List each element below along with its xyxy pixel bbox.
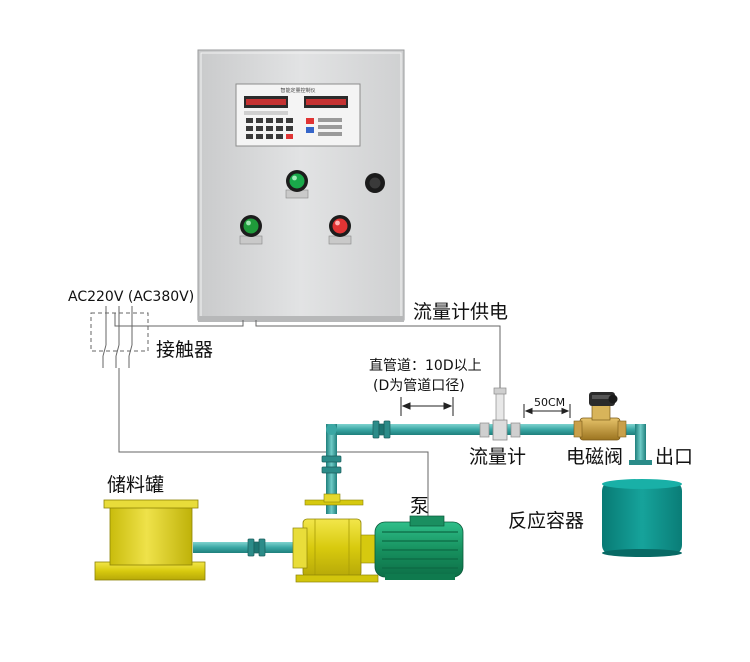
- pump-label: 泵: [410, 495, 429, 517]
- wiring: [90, 306, 501, 518]
- pipe-diameter-note: (D为管道口径): [373, 378, 465, 394]
- solenoid-valve-label: 电磁阀: [566, 446, 623, 468]
- outlet-label: 出口: [655, 446, 693, 468]
- solenoid-valve: [573, 392, 627, 441]
- green-indicator-light: [285, 170, 309, 199]
- controller-keypad[interactable]: [246, 118, 342, 139]
- labels: AC220V (AC380V) 接触器 流量计供电 直管道：10D以上 (D为管…: [68, 289, 693, 532]
- pump-motor: [374, 515, 464, 580]
- flowmeter-label: 流量计: [469, 446, 526, 468]
- pipe-fitting-top: [372, 420, 391, 439]
- straight-pipe-dimension: [400, 397, 454, 416]
- straight-pipe-label: 直管道：10D以上: [369, 357, 482, 374]
- control-cabinet: 智能定量控制仪: [197, 49, 405, 322]
- storage-tank: [94, 499, 206, 581]
- stop-button[interactable]: [328, 215, 352, 245]
- selector-knob[interactable]: [365, 173, 385, 193]
- reaction-vessel: [602, 479, 682, 557]
- start-button[interactable]: [239, 215, 263, 245]
- flowmeter: [479, 387, 521, 441]
- pipe-fitting-vertical: [321, 455, 342, 474]
- flow-controller-panel: 智能定量控制仪: [235, 83, 361, 147]
- controller-title: 智能定量控制仪: [280, 87, 315, 94]
- pipe-fitting-inlet: [247, 538, 266, 557]
- contactor-label: 接触器: [156, 339, 213, 361]
- storage-tank-label: 储料罐: [107, 474, 164, 496]
- distance-label: 50CM: [534, 396, 565, 409]
- power-supply-label: AC220V (AC380V): [68, 289, 194, 305]
- flowmeter-power-label: 流量计供电: [413, 301, 508, 323]
- valve-distance-dimension: [523, 404, 571, 418]
- reaction-vessel-label: 反应容器: [508, 510, 584, 532]
